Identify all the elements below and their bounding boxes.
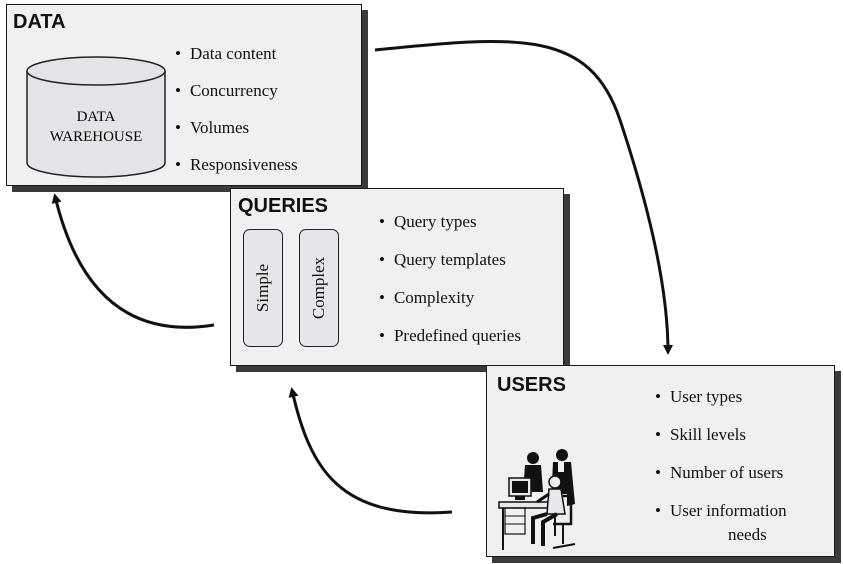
users-bullet-item: •Skill levels [655, 425, 746, 444]
queries-bullet-list: •Query types •Query templates •Complexit… [379, 203, 521, 355]
queries-panel-title: QUERIES [238, 195, 329, 217]
simple-query-box: Simple [243, 229, 283, 347]
queries-bullet-item: •Predefined queries [379, 326, 521, 345]
users-bullet-list: •User types •Skill levels •Number of use… [655, 378, 787, 547]
users-bullet-item: •Number of users [655, 463, 784, 482]
users-at-computer-icon [498, 449, 576, 550]
data-bullet-item: •Responsiveness [175, 155, 298, 174]
bullet-icon: • [655, 387, 661, 406]
cylinder-label-line1: DATA [76, 109, 116, 125]
complex-query-box: Complex [299, 229, 339, 347]
bullet-icon: • [379, 250, 385, 269]
data-bullet-item: •Data content [175, 44, 277, 63]
data-bullet-list: •Data content •Concurrency •Volumes •Res… [175, 35, 298, 183]
arrow-users-to-queries [288, 387, 453, 515]
cylinder-label-line2: WAREHOUSE [49, 129, 143, 145]
users-bullet-item: •User types [655, 387, 743, 406]
bullet-icon: • [175, 44, 181, 63]
bullet-icon: • [655, 463, 661, 482]
users-panel-title: USERS [497, 374, 566, 396]
bullet-icon: • [379, 326, 385, 345]
bullet-icon: • [175, 155, 181, 174]
data-panel-title: DATA [13, 11, 66, 33]
users-bullet-item: •User information needs [655, 501, 787, 544]
data-panel: DATA DATA WAREHOUSE •Data content •Concu… [6, 4, 362, 186]
complex-query-label: Complex [309, 256, 328, 320]
simple-query-label: Simple [253, 263, 272, 313]
data-warehouse-cylinder-icon [26, 56, 166, 178]
bullet-icon: • [379, 212, 385, 231]
bullet-icon: • [175, 118, 181, 137]
bullet-icon: • [655, 501, 661, 520]
queries-bullet-item: •Query templates [379, 250, 506, 269]
data-bullet-item: •Volumes [175, 118, 250, 137]
queries-panel: QUERIES Simple Complex •Query types •Que… [230, 188, 564, 366]
arrow-queries-to-data [51, 193, 215, 329]
bullet-icon: • [655, 425, 661, 444]
users-panel: USERS •User types •Skill levels •N [486, 365, 835, 557]
data-bullet-item: •Concurrency [175, 81, 278, 100]
queries-bullet-item: •Complexity [379, 288, 475, 307]
queries-bullet-item: •Query types [379, 212, 477, 231]
bullet-icon: • [175, 81, 181, 100]
bullet-icon: • [379, 288, 385, 307]
